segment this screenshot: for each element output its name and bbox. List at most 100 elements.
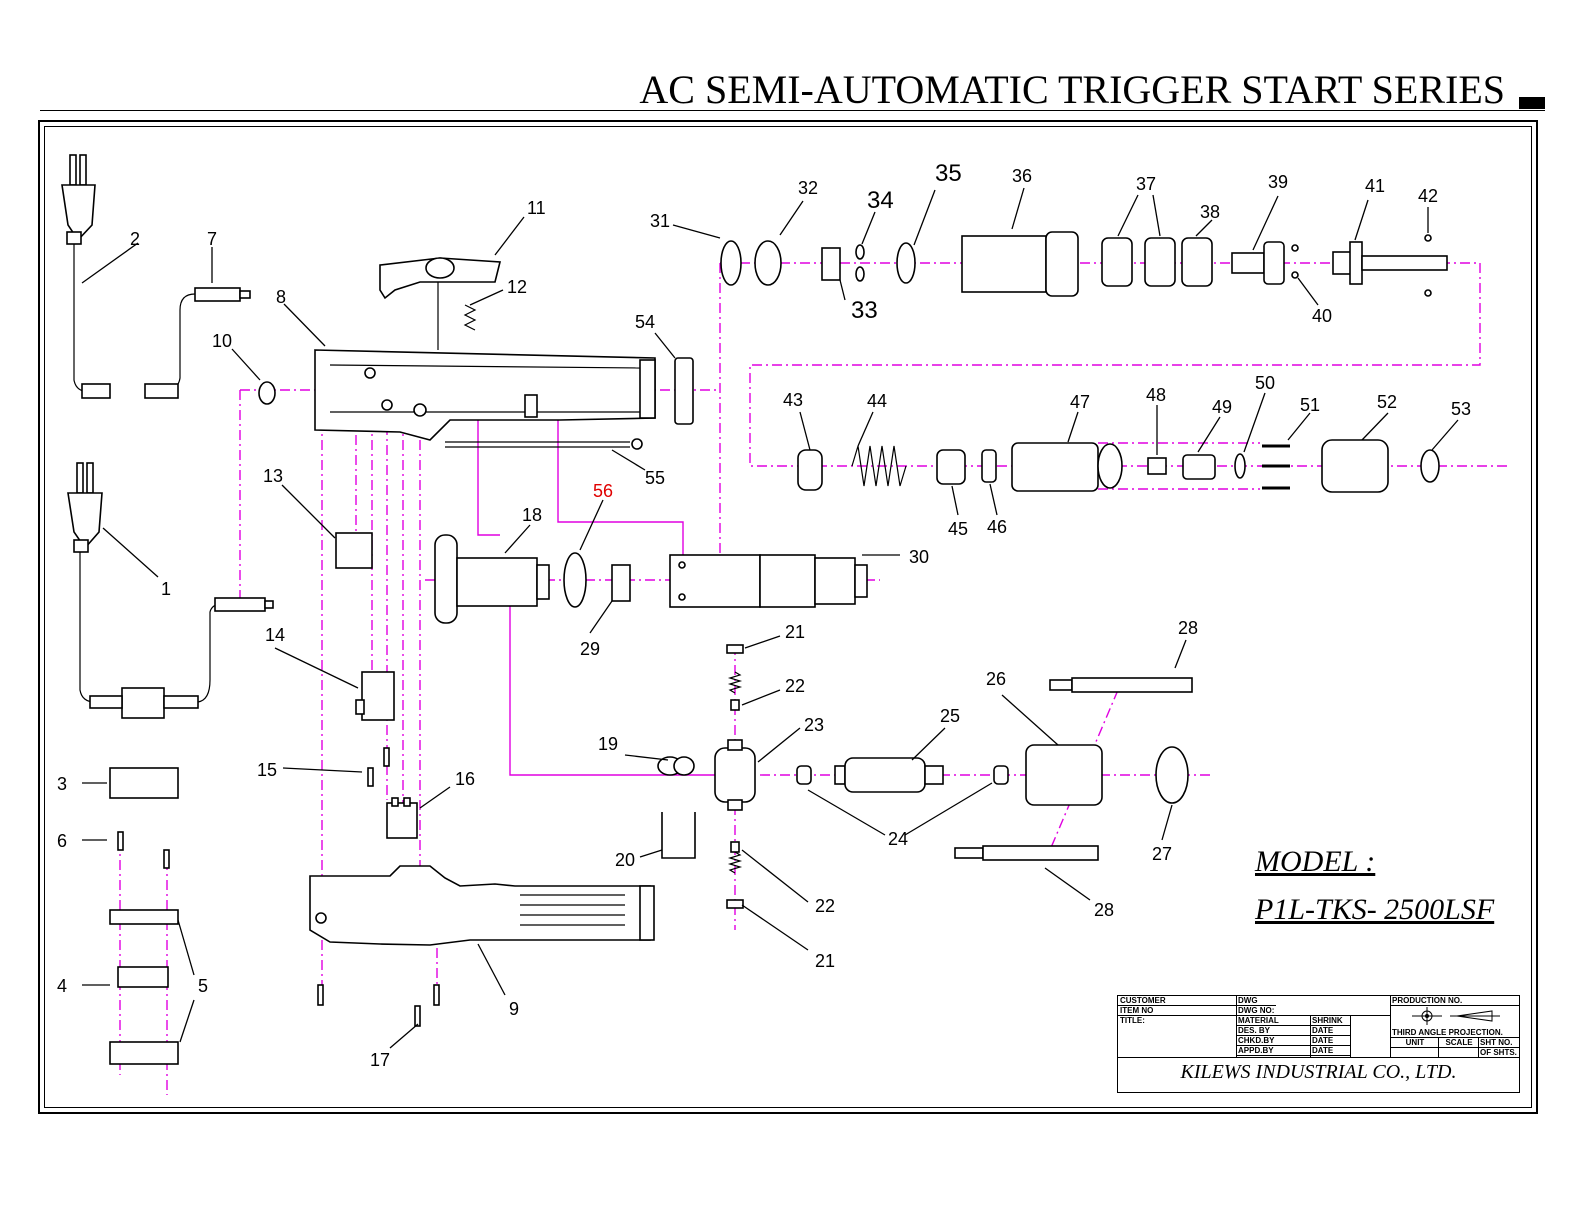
label-42: 42 xyxy=(1418,186,1438,206)
bearing-33 xyxy=(821,247,841,281)
block-13 xyxy=(335,532,373,569)
tb-projection-symbol xyxy=(1390,1006,1520,1028)
stator-26 xyxy=(1025,744,1103,806)
label-15: 15 xyxy=(257,760,277,780)
end-bell-23 xyxy=(714,739,756,811)
tb-material: MATERIAL xyxy=(1236,1016,1310,1026)
label-56: 56 xyxy=(593,481,613,501)
o-ring-10 xyxy=(258,381,276,405)
bolt-28b xyxy=(954,845,1099,861)
tb-customer: CUSTOMER xyxy=(1118,996,1236,1006)
tb-dwg: DWG xyxy=(1236,996,1276,1006)
label-22-top: 22 xyxy=(785,676,805,696)
label-48: 48 xyxy=(1146,385,1166,405)
spring-22a xyxy=(727,671,743,694)
label-20: 20 xyxy=(615,850,635,870)
shaft-41 xyxy=(1332,241,1448,285)
label-51: 51 xyxy=(1300,395,1320,415)
brush-22a xyxy=(730,699,740,711)
tb-vline-3 xyxy=(1350,1016,1351,1057)
label-24: 24 xyxy=(888,829,908,849)
tb-dwg-no: DWG NO: xyxy=(1236,1006,1276,1016)
nut-52 xyxy=(1321,439,1389,493)
label-25: 25 xyxy=(940,706,960,726)
label-14: 14 xyxy=(265,625,285,645)
fan-27 xyxy=(1155,746,1189,804)
label-47: 47 xyxy=(1070,392,1090,412)
tb-sht-no: SHT NO. xyxy=(1478,1038,1520,1048)
label-39: 39 xyxy=(1268,172,1288,192)
label-50: 50 xyxy=(1255,373,1275,393)
brush-22b xyxy=(730,841,740,853)
tb-date-2: DATE xyxy=(1310,1036,1350,1046)
tb-des-by: DES. BY xyxy=(1236,1026,1310,1036)
screws-17 xyxy=(317,984,440,1027)
rings-51 xyxy=(1262,444,1290,490)
ring-37b xyxy=(1144,237,1176,287)
ring-46 xyxy=(981,449,997,483)
label-3: 3 xyxy=(57,774,67,794)
switch-14 xyxy=(355,671,395,721)
label-9: 9 xyxy=(509,999,519,1019)
ring-gear-36 xyxy=(961,231,1079,297)
gear-29 xyxy=(611,564,631,602)
spring-44 xyxy=(851,445,907,487)
label-1: 1 xyxy=(161,579,171,599)
screws-15 xyxy=(367,747,390,787)
label-31: 31 xyxy=(650,211,670,231)
label-4: 4 xyxy=(57,976,67,996)
tb-unit: UNIT xyxy=(1390,1038,1438,1048)
carrier-39 xyxy=(1231,241,1285,285)
model-number: P1L-TKS- 2500LSF xyxy=(1255,893,1495,926)
ring-37a xyxy=(1101,237,1133,287)
tb-vline-2 xyxy=(1310,1016,1311,1057)
spring-22b xyxy=(727,851,743,874)
label-33: 33 xyxy=(851,297,878,324)
tb-appd-by: APPD.BY xyxy=(1236,1046,1310,1056)
rod-55 xyxy=(445,438,643,450)
cover-5-lower xyxy=(109,1041,179,1065)
armature-25 xyxy=(834,757,944,793)
cap-43 xyxy=(797,449,823,491)
label-53: 53 xyxy=(1451,399,1471,419)
tb-projection: THIRD ANGLE PROJECTION. xyxy=(1390,1028,1520,1038)
label-45: 45 xyxy=(948,519,968,539)
sleeve-49 xyxy=(1182,454,1216,480)
tb-item-no: ITEM NO xyxy=(1118,1006,1236,1016)
label-34: 34 xyxy=(867,187,894,214)
page-title: AC SEMI-AUTOMATIC TRIGGER START SERIES xyxy=(639,67,1505,112)
leader-lines xyxy=(81,187,1459,1049)
brush-cap-21a xyxy=(726,644,744,654)
tb-vline-1 xyxy=(1236,996,1237,1057)
pin-40b xyxy=(1291,271,1299,279)
model-block: MODEL : P1L-TKS- 2500LSF xyxy=(1255,845,1515,927)
tb-date-3: DATE xyxy=(1310,1046,1350,1056)
drawing-frame xyxy=(38,120,1538,1114)
label-41: 41 xyxy=(1365,176,1385,196)
pin-40a xyxy=(1291,244,1299,252)
plate-35 xyxy=(896,242,916,284)
label-35: 35 xyxy=(935,160,962,187)
screws-6 xyxy=(117,831,170,869)
label-28-top: 28 xyxy=(1178,618,1198,638)
tb-chkd-by: CHKD.BY xyxy=(1236,1036,1310,1046)
motor-holder-18 xyxy=(434,534,550,624)
label-52: 52 xyxy=(1377,392,1397,412)
label-28-bottom: 28 xyxy=(1094,900,1114,920)
tb-vline-6 xyxy=(1478,1038,1479,1057)
spring-12 xyxy=(463,304,477,331)
tb-scale: SCALE xyxy=(1438,1038,1478,1048)
label-55: 55 xyxy=(645,468,665,488)
extension-cord xyxy=(144,287,251,399)
connector-16 xyxy=(386,797,418,839)
o-ring-56 xyxy=(563,552,587,608)
ring-38 xyxy=(1181,237,1213,287)
label-12: 12 xyxy=(507,277,527,297)
label-21-top: 21 xyxy=(785,622,805,642)
third-angle-projection-icon xyxy=(1412,1007,1500,1025)
tb-dwg-blank xyxy=(1276,996,1390,1016)
trigger-lever xyxy=(379,257,502,350)
brush-cap-21b xyxy=(726,899,744,909)
ring-32 xyxy=(754,240,782,286)
